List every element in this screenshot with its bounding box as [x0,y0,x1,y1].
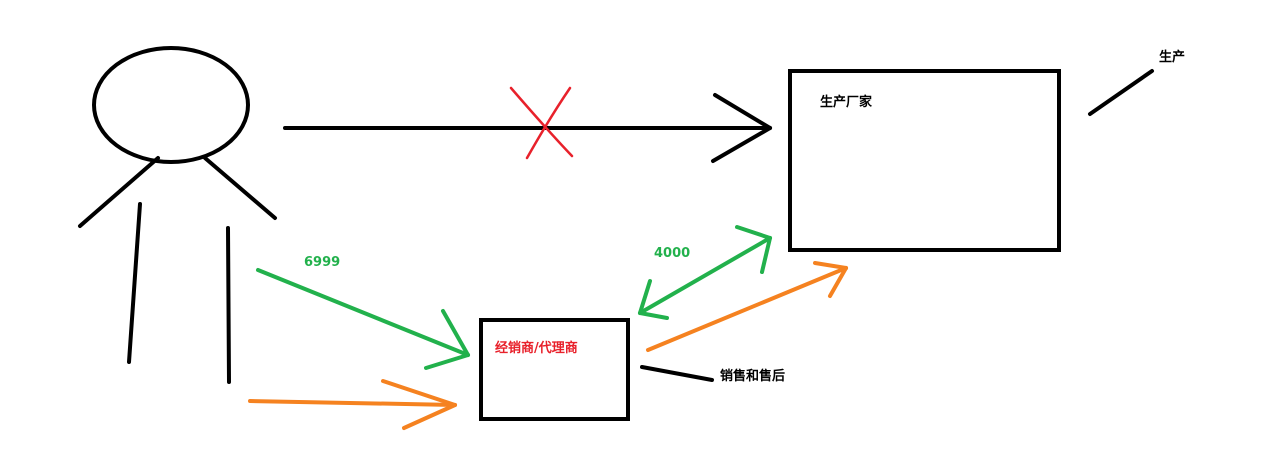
sales-pointer [640,365,714,382]
person-right-leg [226,226,231,384]
dealer-box [479,318,630,421]
green-arrow-customer-dealer [256,268,470,370]
orange-arrow-customer-dealer [248,379,457,430]
person-left-leg [127,202,142,364]
green-double-arrow [638,225,772,320]
manufacturer-label: 生产厂家 [820,94,873,110]
sales-service-label: 销售和售后 [720,368,785,384]
person-right-arm [203,156,277,220]
dealer-label: 经销商/代理商 [495,340,578,356]
cross-mark [509,86,574,160]
orange-arrow-dealer-manufacturer [646,261,848,352]
person-head [92,46,250,164]
production-pointer [1088,69,1154,116]
person-figure [78,46,277,384]
price-customer-label: 6999 [304,255,340,270]
production-label: 生产 [1159,49,1185,65]
price-dealer-label: 4000 [654,246,690,261]
person-left-arm [78,156,160,228]
direct-arrow [283,93,772,163]
manufacturer-box [788,69,1061,252]
